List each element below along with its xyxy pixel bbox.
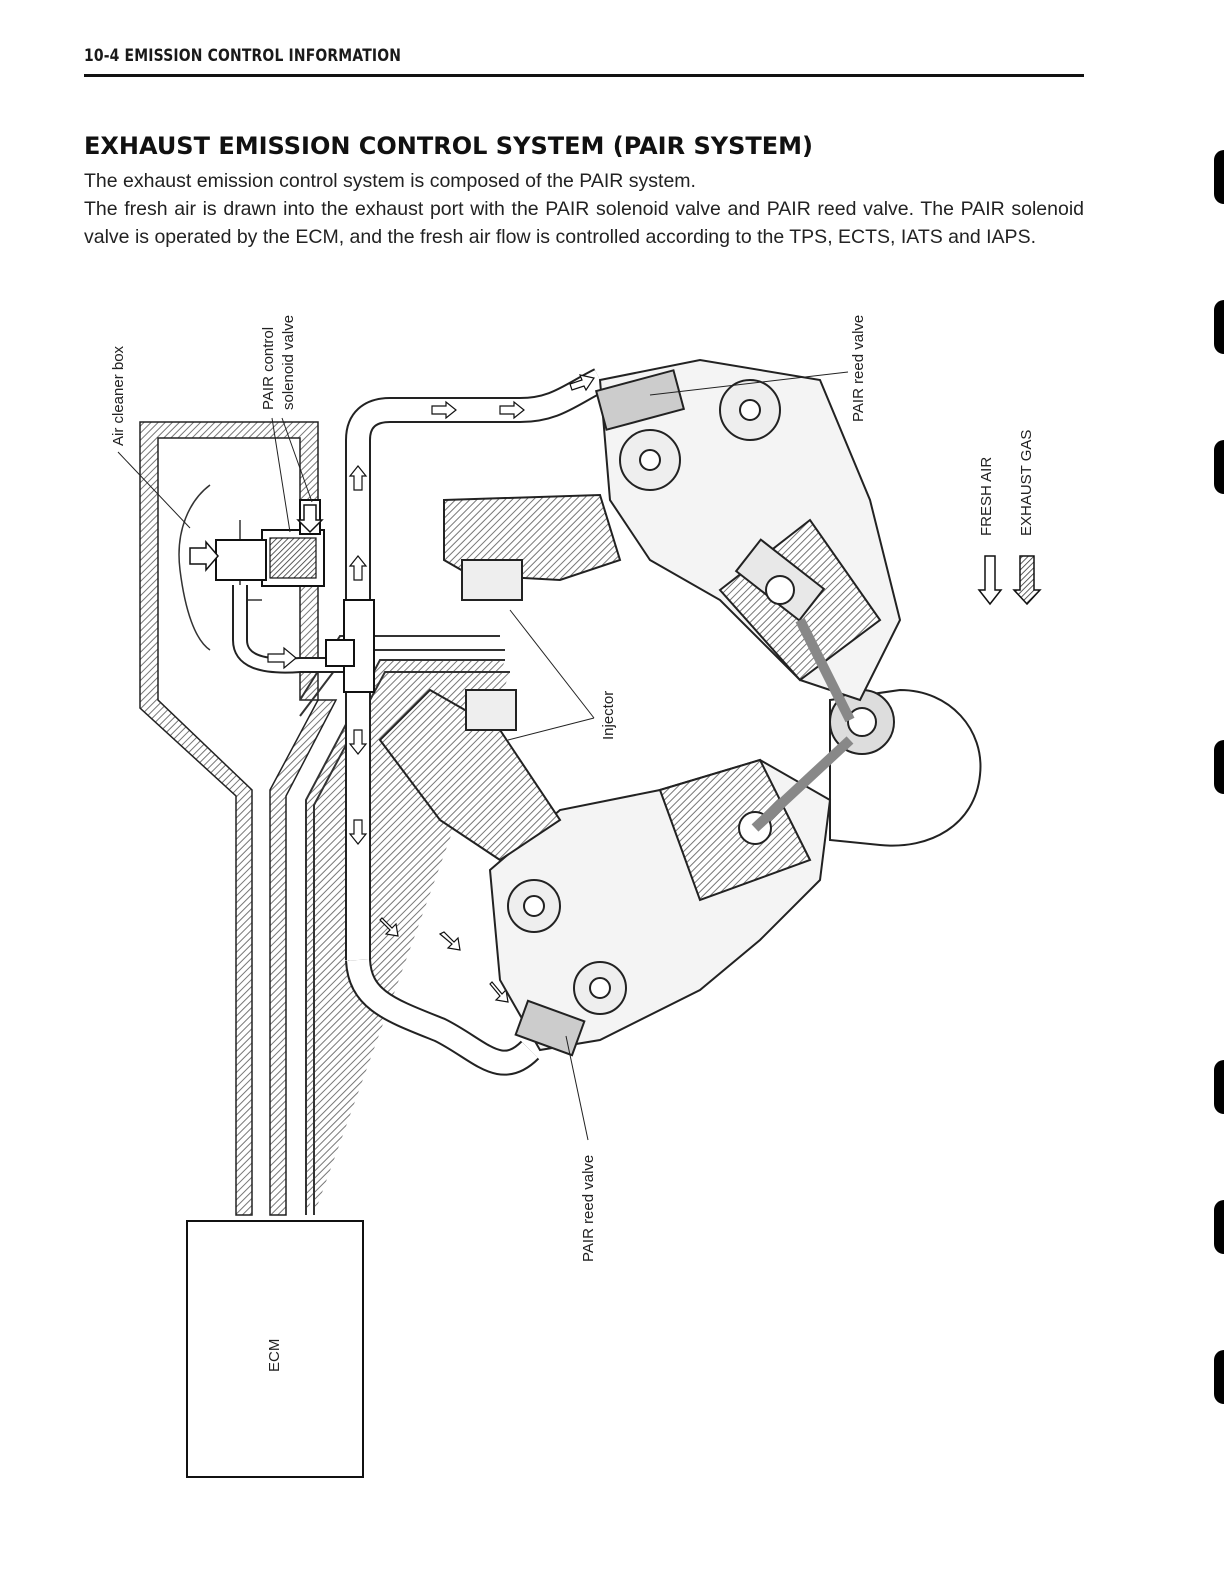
binder-hole [1214,1200,1224,1254]
page-header-text: 10-4 EMISSION CONTROL INFORMATION [84,46,402,66]
label-air-cleaner-box: Air cleaner box [110,345,127,446]
page-header: 10-4 EMISSION CONTROL INFORMATION [84,44,1084,77]
label-pair-reed-valve-bottom: PAIR reed valve [580,1154,597,1262]
binder-hole [1214,300,1224,354]
label-pair-control: PAIR control [260,326,277,410]
legend-exhaust-gas-arrow [1012,555,1042,606]
label-pair-reed-valve-top: PAIR reed valve [850,314,867,422]
ecm-box [186,1220,364,1478]
binder-hole [1214,740,1224,794]
legend-exhaust-gas: EXHAUST GAS [1018,429,1035,536]
paragraph-description: The fresh air is drawn into the exhaust … [84,198,1084,248]
pair-air-hose [232,368,606,1076]
binder-hole [1214,150,1224,204]
legend-fresh-air-arrow [977,555,1003,606]
engine-cross-section [378,358,982,1057]
label-injector: Injector [600,690,617,740]
pair-solenoid-valve [189,499,325,587]
paragraph-intro: The exhaust emission control system is c… [84,170,696,192]
label-solenoid-valve: solenoid valve [280,314,297,410]
leader-lines [117,371,849,1141]
binder-hole [1214,1350,1224,1404]
binder-hole [1214,1060,1224,1114]
section-title: EXHAUST EMISSION CONTROL SYSTEM (PAIR SY… [84,132,814,160]
label-ecm: ECM [266,1338,283,1372]
legend-fresh-air: FRESH AIR [978,456,995,536]
binder-hole [1214,440,1224,494]
